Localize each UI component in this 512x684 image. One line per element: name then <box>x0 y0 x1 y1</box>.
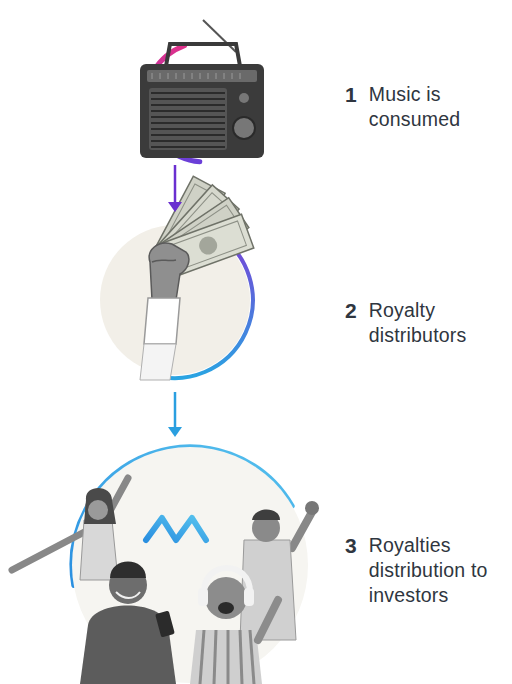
investors-illustration-part-part-part <box>227 630 230 684</box>
radio-illustration-part-part <box>151 128 225 130</box>
money-illustration-part <box>140 344 176 380</box>
radio-illustration-part-part <box>168 73 169 79</box>
radio-illustration-part <box>147 70 257 82</box>
investors-illustration-part-part <box>218 602 234 614</box>
investors-illustration <box>12 445 320 684</box>
radio-illustration-part <box>233 117 255 139</box>
investors-illustration-part-part <box>80 605 176 684</box>
step-label: Music is consumed <box>369 82 474 132</box>
investors-illustration-part-part <box>240 540 296 640</box>
radio-illustration-part-part <box>151 146 225 148</box>
investors-illustration-part <box>60 445 320 684</box>
radio-illustration-part-part <box>151 110 225 112</box>
radio-illustration-part-part <box>151 140 225 142</box>
step-text: 3 Royalties distribution to investors <box>345 533 494 608</box>
money-illustration-part <box>144 298 180 344</box>
money-illustration-part <box>149 243 189 300</box>
step-number: 3 <box>345 533 357 558</box>
radio-illustration-part <box>203 20 236 52</box>
radio-illustration-part-part <box>232 73 233 79</box>
radio-illustration-part <box>152 73 240 79</box>
investors-illustration-part-part <box>12 528 92 570</box>
step-number: 1 <box>345 82 357 107</box>
investors-illustration-part <box>240 501 319 640</box>
investors-illustration-part-part-part <box>214 630 216 684</box>
investors-illustration-part-part <box>258 600 278 640</box>
step-number: 2 <box>345 298 357 323</box>
step-node: 2 Royalty distributors <box>95 212 512 392</box>
step-text: 1 Music is consumed <box>345 82 474 132</box>
investors-illustration-part-part-part <box>250 630 254 684</box>
flow-arrow-part <box>174 165 177 203</box>
radio-illustration-part-part <box>152 73 153 79</box>
radio-illustration-part <box>166 44 240 66</box>
step-node: 1 Music is consumed <box>100 10 512 165</box>
investors-illustration-part-part <box>252 510 280 521</box>
radio-illustration-part <box>140 64 264 158</box>
investors-illustration-part-part <box>204 568 250 592</box>
radio-illustration-part-part <box>200 73 201 79</box>
investors-illustration-part-part <box>305 501 319 515</box>
radio-illustration-part-part <box>184 73 185 79</box>
radio-illustration-part-part <box>151 122 225 124</box>
radio-illustration-part-part <box>151 92 225 94</box>
investors-illustration-part-part <box>244 588 254 606</box>
radio-illustration-part-part <box>192 73 193 79</box>
radio-illustration-part-part <box>151 104 225 106</box>
investors-illustration-part-part <box>110 562 146 579</box>
step-text: 2 Royalty distributors <box>345 298 499 348</box>
investors-illustration-part-part <box>200 630 254 684</box>
radio-illustration-part-part <box>208 73 209 79</box>
investors-illustration-part-part <box>205 577 247 619</box>
radio-illustration-part-part <box>240 73 241 79</box>
investors-illustration-part-part <box>84 488 116 524</box>
money-illustration-part <box>152 260 176 262</box>
radio-illustration-part-part <box>151 116 225 118</box>
flow-arrow <box>168 392 182 437</box>
flow-arrow <box>168 165 182 212</box>
investors-illustration-part-part-part <box>200 630 204 684</box>
investors-illustration-part-part <box>155 611 175 638</box>
investors-illustration-part-part <box>88 500 108 520</box>
investors-illustration-part <box>190 568 278 684</box>
radio-illustration-part <box>149 88 227 150</box>
radio-illustration-part-part <box>151 98 225 100</box>
money-illustration-part-part-part <box>197 234 220 257</box>
step-label: Royalties distribution to investors <box>369 533 494 608</box>
step-label: Royalty distributors <box>369 298 499 348</box>
radio-illustration <box>140 20 264 162</box>
investors-illustration-part <box>12 478 128 580</box>
investors-illustration-part-part <box>292 512 312 548</box>
radio-illustration-part-part <box>176 73 177 79</box>
radio-illustration-part-part <box>151 134 225 136</box>
money-illustration <box>100 176 254 380</box>
flow-arrow-part <box>174 392 177 428</box>
radio-illustration-part-part <box>224 73 225 79</box>
radio-illustration-part-part <box>160 73 161 79</box>
step-node: 3 Royalties distribution to investors <box>60 437 512 684</box>
investors-illustration-part <box>146 518 206 540</box>
radio-illustration-part <box>151 93 225 147</box>
investors-illustration-part-part <box>190 630 262 684</box>
investors-illustration-part-part <box>60 445 320 684</box>
investors-illustration-part-part <box>198 588 208 606</box>
flow-arrow-part <box>168 427 182 437</box>
investors-illustration-part-part-part <box>240 630 242 684</box>
investors-illustration-part-part <box>116 592 140 598</box>
flow-arrow-part <box>168 202 182 212</box>
radio-illustration-part-part <box>216 73 217 79</box>
radio-illustration-part <box>239 93 249 103</box>
investors-illustration-part <box>80 562 176 684</box>
